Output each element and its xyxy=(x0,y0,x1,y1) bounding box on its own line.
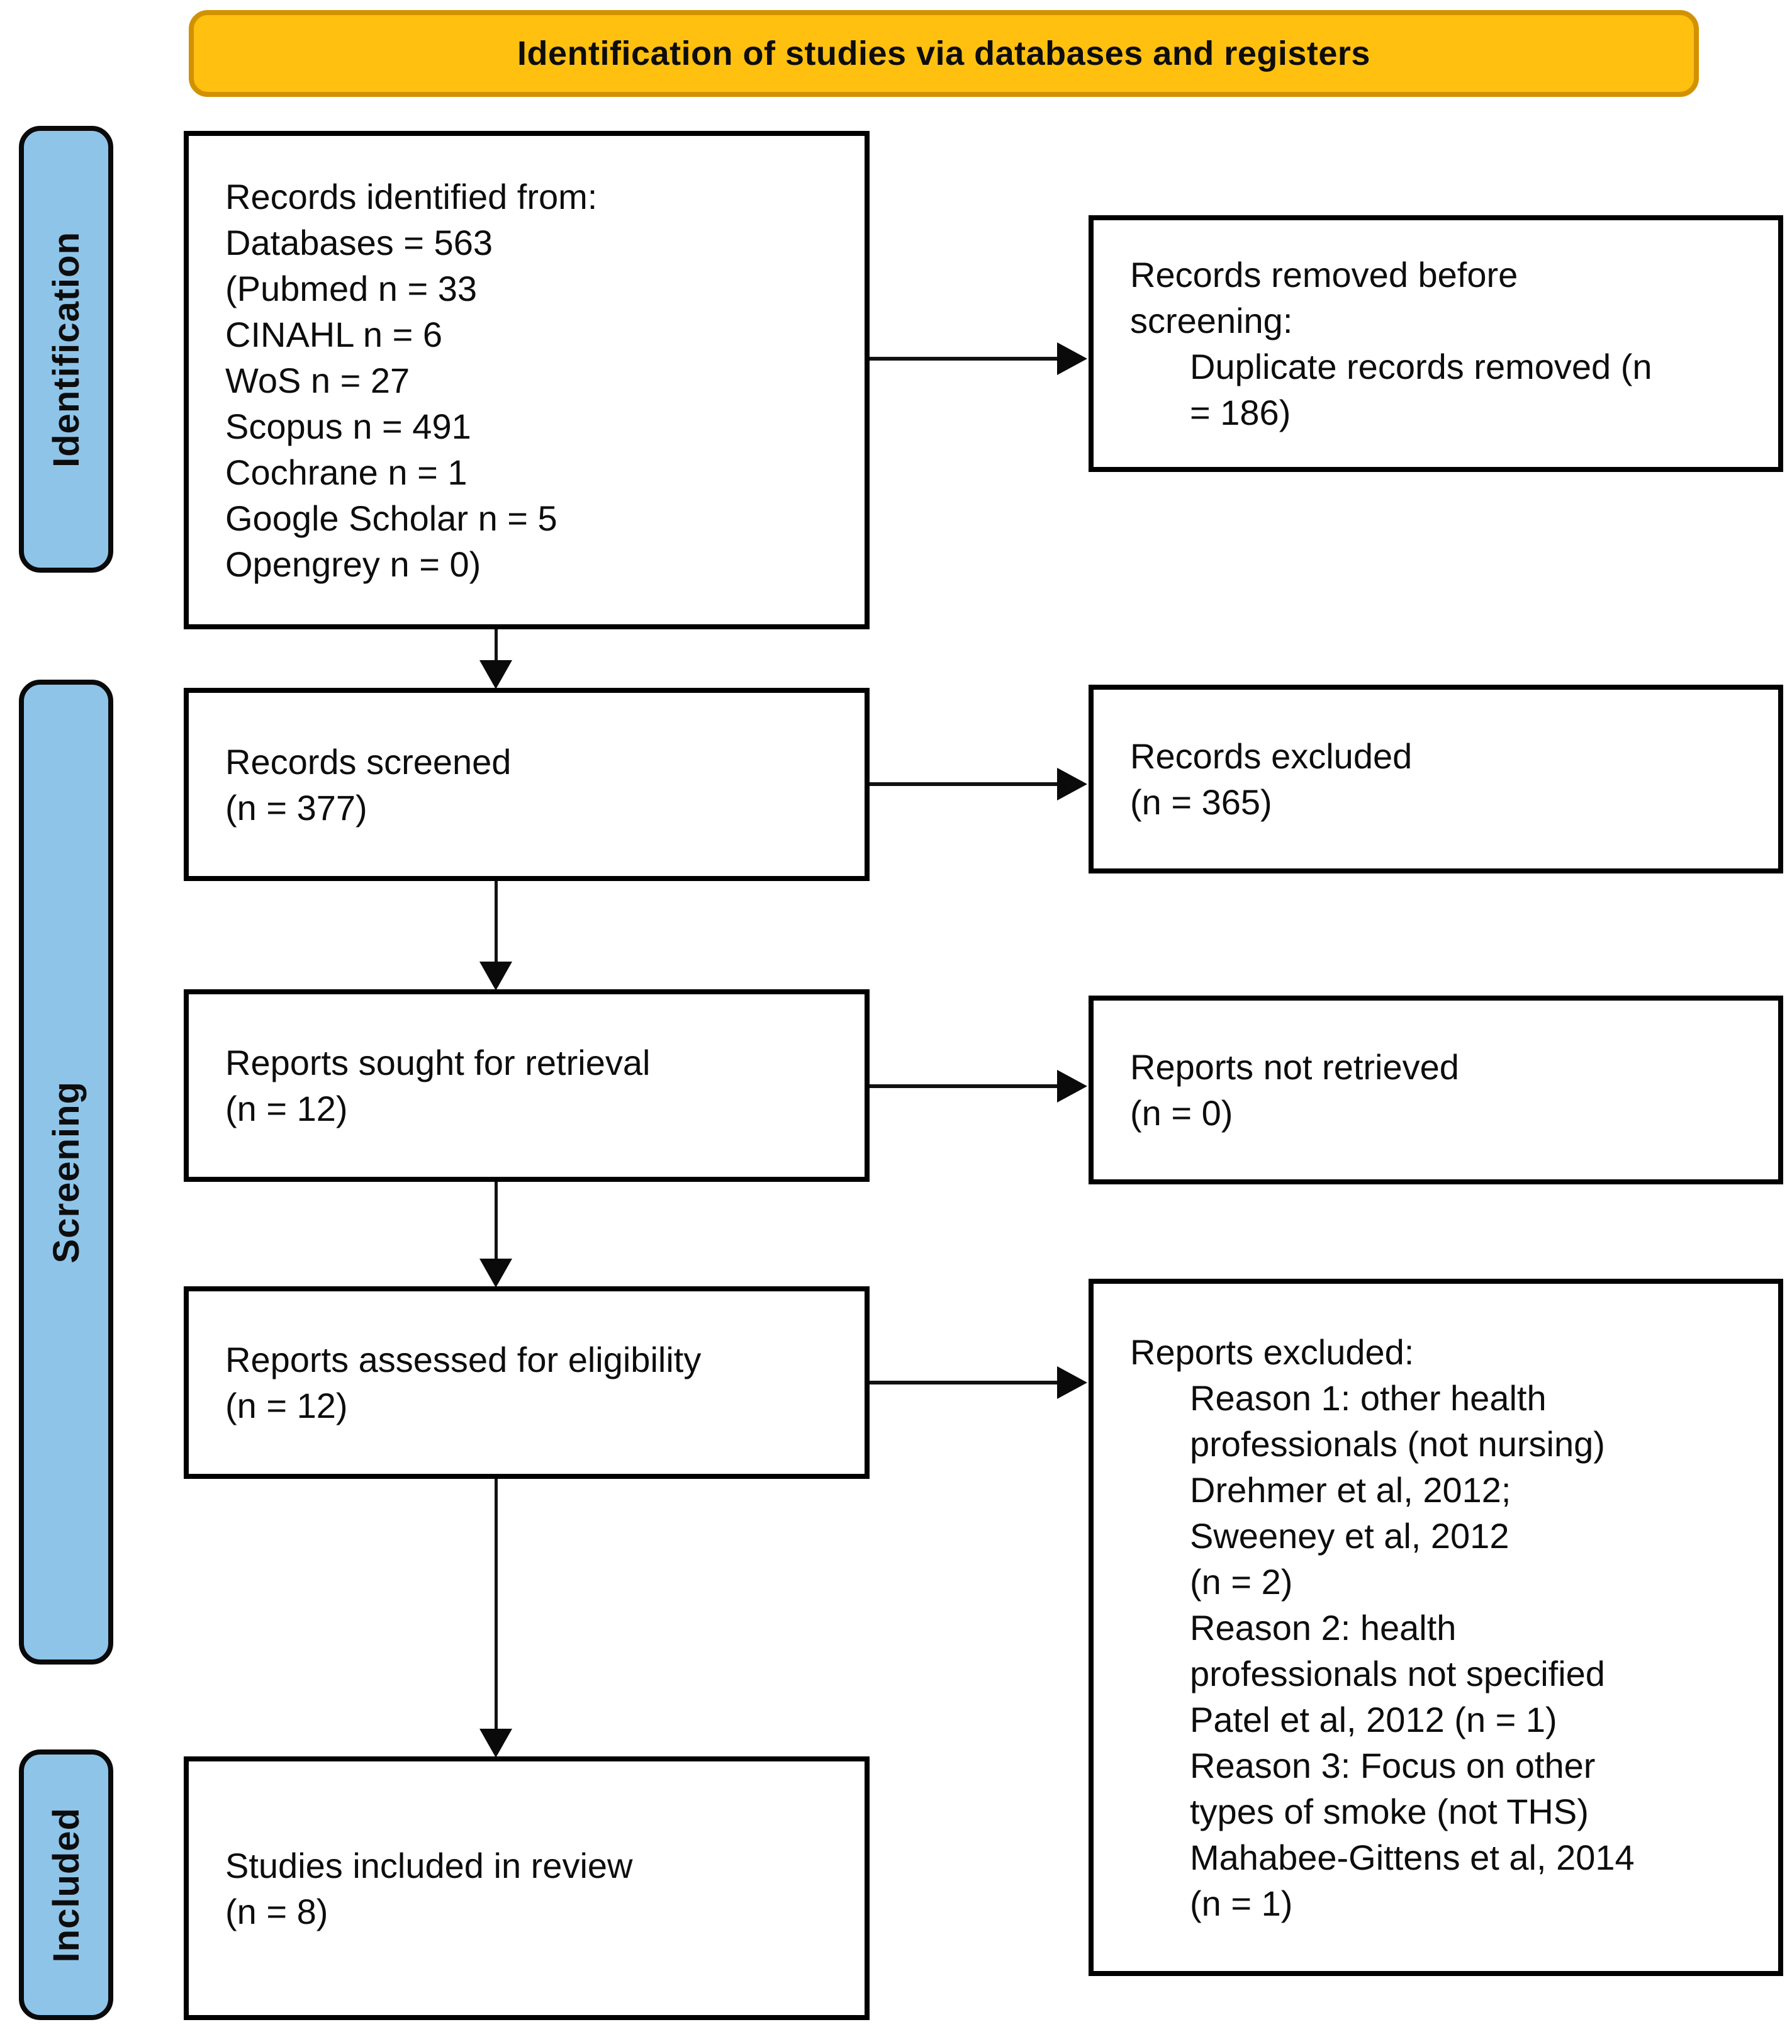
text-line: Opengrey n = 0) xyxy=(225,544,481,584)
text-line: Records identified from: xyxy=(225,176,598,216)
arrow-head-right-icon xyxy=(1057,768,1087,800)
text-line: Records screened xyxy=(225,741,512,782)
reports-excluded-box: Reports excluded: Reason 1: other health p… xyxy=(1089,1279,1783,1976)
reports-excluded-text: Reports excluded: Reason 1: other health p… xyxy=(1130,1329,1763,1926)
text-line: (n = 12) xyxy=(225,1089,348,1128)
arrow-head-right-icon xyxy=(1057,1366,1087,1399)
text-line: Records excluded xyxy=(1130,736,1413,776)
records-removed-box: Records removed before screening: Duplicat… xyxy=(1089,215,1783,472)
reports-assessed-box: Reports assessed for eligibility (n = 12) xyxy=(184,1286,870,1479)
stage-included-label: Included xyxy=(45,1807,87,1963)
text-line: Sweeney et al, 2012 xyxy=(1190,1515,1509,1556)
arrow-line xyxy=(495,881,498,963)
arrow-line xyxy=(870,1381,1058,1384)
arrow-head-down-icon xyxy=(479,962,512,991)
text-line: Drehmer et al, 2012; xyxy=(1190,1469,1511,1510)
reports-sought-box: Reports sought for retrieval (n = 12) xyxy=(184,989,870,1182)
text-line: types of smoke (not THS) xyxy=(1190,1791,1589,1831)
text-line: Cochrane n = 1 xyxy=(225,452,468,492)
text-line: Mahabee-Gittens et al, 2014 xyxy=(1190,1837,1635,1877)
text-line: Reports excluded: xyxy=(1130,1332,1414,1372)
text-line: Scopus n = 491 xyxy=(225,406,471,446)
stage-included: Included xyxy=(19,1749,113,2020)
text-line: (n = 2) xyxy=(1190,1561,1293,1602)
reports-not-retrieved-text: Reports not retrieved (n = 0) xyxy=(1130,1044,1763,1136)
text-line: Databases = 563 xyxy=(225,222,493,262)
text-line: Reports not retrieved xyxy=(1130,1047,1459,1087)
arrow-line xyxy=(495,1479,498,1731)
arrow-line xyxy=(870,782,1058,786)
arrow-head-down-icon xyxy=(479,660,512,689)
text-line: (n = 0) xyxy=(1130,1093,1233,1133)
reports-not-retrieved-box: Reports not retrieved (n = 0) xyxy=(1089,996,1783,1184)
banner-title: Identification of studies via databases … xyxy=(517,35,1370,72)
records-excluded-text: Records excluded (n = 365) xyxy=(1130,733,1763,825)
arrow-head-down-icon xyxy=(479,1259,512,1288)
text-line: Reason 2: health xyxy=(1190,1607,1457,1648)
text-line: (n = 377) xyxy=(225,787,367,828)
arrow-head-right-icon xyxy=(1057,1070,1087,1103)
reports-sought-text: Reports sought for retrieval (n = 12) xyxy=(225,1040,849,1132)
text-line: (n = 8) xyxy=(225,1891,328,1931)
stage-screening: Screening xyxy=(19,680,113,1665)
text-line: screening: xyxy=(1130,301,1293,340)
records-screened-box: Records screened (n = 377) xyxy=(184,688,870,881)
text-line: (n = 365) xyxy=(1130,782,1272,822)
arrow-line xyxy=(870,357,1058,361)
stage-identification-label: Identification xyxy=(45,231,87,468)
text-line: = 186) xyxy=(1190,393,1291,432)
records-screened-text: Records screened (n = 377) xyxy=(225,739,849,831)
text-line: (n = 12) xyxy=(225,1386,348,1425)
text-line: Google Scholar n = 5 xyxy=(225,498,557,538)
banner: Identification of studies via databases … xyxy=(189,10,1699,97)
records-removed-text: Records removed before screening: Duplicat… xyxy=(1130,252,1763,435)
text-line: professionals (not nursing) xyxy=(1190,1424,1605,1464)
text-line: Records removed before xyxy=(1130,255,1518,295)
text-line: CINAHL n = 6 xyxy=(225,314,442,354)
arrow-head-down-icon xyxy=(479,1729,512,1758)
stage-identification: Identification xyxy=(19,126,113,573)
text-line: (n = 1) xyxy=(1190,1883,1293,1923)
arrow-line xyxy=(495,629,498,664)
text-line: professionals not specified xyxy=(1190,1653,1605,1693)
text-line: WoS n = 27 xyxy=(225,360,410,400)
stage-screening-label: Screening xyxy=(45,1081,87,1264)
records-identified-box: Records identified from: Databases = 563 (… xyxy=(184,131,870,629)
reports-assessed-text: Reports assessed for eligibility (n = 12) xyxy=(225,1337,849,1429)
studies-included-box: Studies included in review (n = 8) xyxy=(184,1756,870,2020)
arrow-head-right-icon xyxy=(1057,342,1087,375)
text-line: Reports assessed for eligibility xyxy=(225,1340,702,1379)
arrow-line xyxy=(870,1084,1058,1088)
text-line: Reports sought for retrieval xyxy=(225,1043,651,1082)
records-excluded-box: Records excluded (n = 365) xyxy=(1089,685,1783,873)
text-line: Patel et al, 2012 (n = 1) xyxy=(1190,1699,1557,1739)
records-identified-text: Records identified from: Databases = 563 (… xyxy=(225,174,849,587)
text-line: (Pubmed n = 33 xyxy=(225,268,478,308)
studies-included-text: Studies included in review (n = 8) xyxy=(225,1843,849,1934)
text-line: Studies included in review xyxy=(225,1845,633,1885)
text-line: Reason 1: other health xyxy=(1190,1378,1547,1418)
text-line: Duplicate records removed (n xyxy=(1190,347,1652,386)
arrow-line xyxy=(495,1182,498,1260)
text-line: Reason 3: Focus on other xyxy=(1190,1745,1596,1785)
